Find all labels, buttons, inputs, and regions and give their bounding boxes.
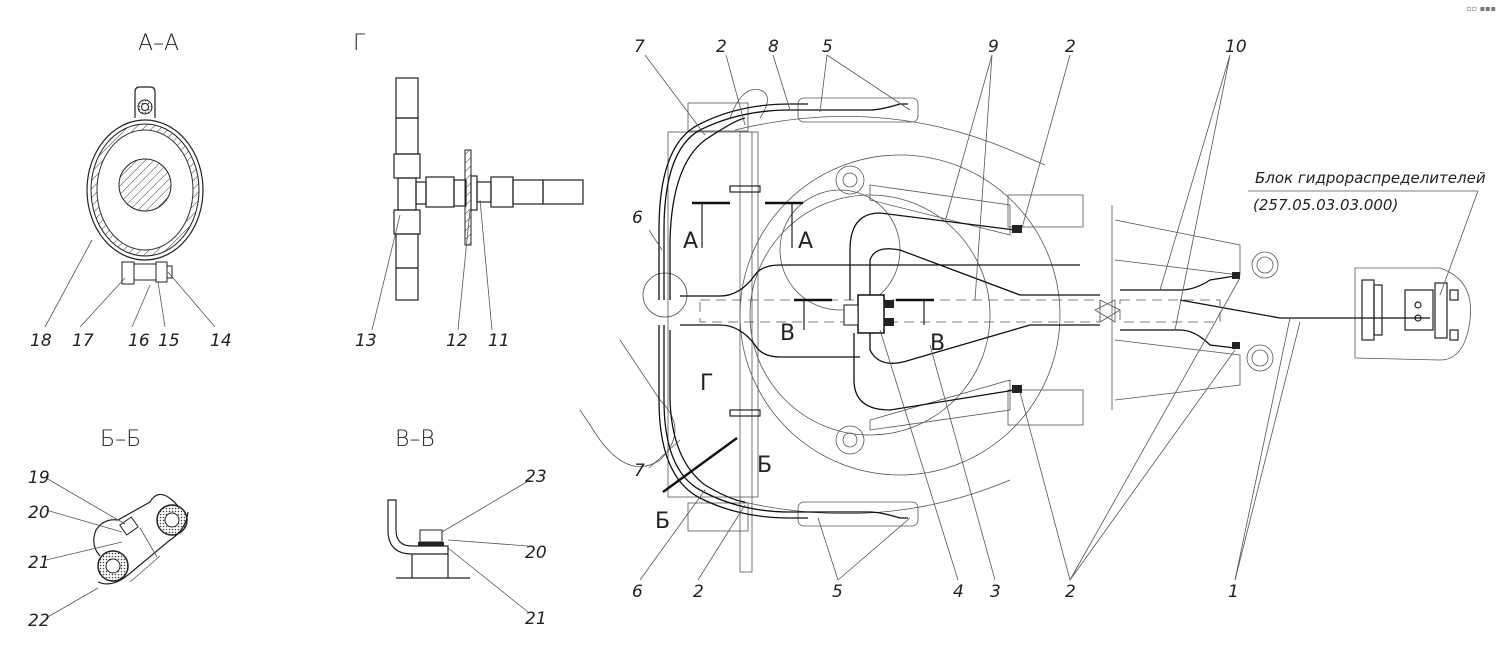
callout-6-bottom: 6 xyxy=(632,582,643,602)
cut-label-b-bottom: Б xyxy=(655,509,670,534)
callout-13: 13 xyxy=(355,331,377,351)
callout-2-bottom-b: 2 xyxy=(1065,582,1076,602)
frame-left xyxy=(667,131,759,498)
bolt xyxy=(119,516,139,536)
callout-7-top: 7 xyxy=(634,37,645,57)
callout-21: 21 xyxy=(28,553,50,573)
callout-21-vv: 21 xyxy=(525,609,547,629)
cut-label-a-right: А xyxy=(798,229,813,254)
callout-5-top: 5 xyxy=(822,37,833,57)
valve-block xyxy=(1404,289,1434,331)
section-bb: Б–Б 19 20 21 22 xyxy=(28,427,189,631)
distributor-housing xyxy=(1354,267,1472,361)
callout-14: 14 xyxy=(210,331,232,351)
callout-2-top-a: 2 xyxy=(716,37,727,57)
callout-3: 3 xyxy=(990,582,1001,602)
main-view: А А В В Б Б Г xyxy=(579,37,1486,602)
cylinder-top xyxy=(869,184,1011,236)
vertical-pipe-top xyxy=(395,77,419,119)
cut-label-b-top: Б xyxy=(757,453,772,478)
section-aa-title: А–А xyxy=(138,31,179,56)
callout-5-bottom: 5 xyxy=(832,582,843,602)
callout-16: 16 xyxy=(128,331,150,351)
view-g-title: Г xyxy=(353,31,366,56)
callout-20-vv: 20 xyxy=(525,543,547,563)
pivot-bottom xyxy=(835,425,865,455)
callout-17: 17 xyxy=(72,331,94,351)
splitter-block xyxy=(857,294,885,334)
section-vv-title: В–В xyxy=(395,427,435,452)
view-label-g: Г xyxy=(700,371,713,396)
tee-nut-top xyxy=(393,153,421,179)
horizontal-pipe xyxy=(542,179,584,205)
annotation-line1: Блок гидрораспределителей xyxy=(1255,169,1486,187)
callout-6-left: 6 xyxy=(632,208,643,228)
section-bb-title: Б–Б xyxy=(100,427,141,452)
callout-9: 9 xyxy=(988,37,999,57)
callout-2-bottom-a: 2 xyxy=(693,582,704,602)
callout-11: 11 xyxy=(488,331,510,351)
tee-body xyxy=(397,177,417,211)
bolt-head xyxy=(121,261,135,285)
callout-2-top-b: 2 xyxy=(1065,37,1076,57)
callout-7-left: 7 xyxy=(634,461,645,481)
shaft-section xyxy=(118,158,172,212)
cut-b xyxy=(662,437,738,493)
large-drum xyxy=(739,154,1061,476)
callout-10: 10 xyxy=(1225,37,1247,57)
boom-upper xyxy=(1114,219,1241,276)
union-nut xyxy=(425,176,455,208)
callout-15: 15 xyxy=(158,331,180,351)
pivot-top xyxy=(835,165,865,195)
cut-label-a-left: А xyxy=(683,229,698,254)
callout-18: 18 xyxy=(30,331,52,351)
callout-8: 8 xyxy=(768,37,779,57)
section-aa: А–А 18 17 16 15 14 xyxy=(30,31,232,351)
cut-label-v-left: В xyxy=(780,321,795,346)
annotation-line2: (257.05.03.03.000) xyxy=(1253,196,1398,214)
callout-20: 20 xyxy=(28,503,50,523)
callout-12: 12 xyxy=(446,331,468,351)
callout-19: 19 xyxy=(28,468,50,488)
nut xyxy=(155,261,168,283)
callout-22: 22 xyxy=(28,611,50,631)
cut-label-v-right: В xyxy=(930,331,945,356)
cylinder-bottom xyxy=(869,379,1011,431)
view-g: Г 13 12 11 xyxy=(353,31,584,351)
callout-1: 1 xyxy=(1228,582,1239,602)
clamp-ring xyxy=(86,119,204,261)
section-vv: В–В 23 20 21 xyxy=(387,427,547,629)
hoses xyxy=(658,103,1430,519)
callout-23: 23 xyxy=(525,467,547,487)
boom-beam xyxy=(699,299,1101,323)
corner-mark: ▫▫ ▪▪▪ xyxy=(1466,4,1496,13)
clamp-tab xyxy=(134,86,156,118)
callout-4: 4 xyxy=(953,582,964,602)
bolt-head xyxy=(419,529,443,543)
bent-bracket xyxy=(387,499,449,555)
